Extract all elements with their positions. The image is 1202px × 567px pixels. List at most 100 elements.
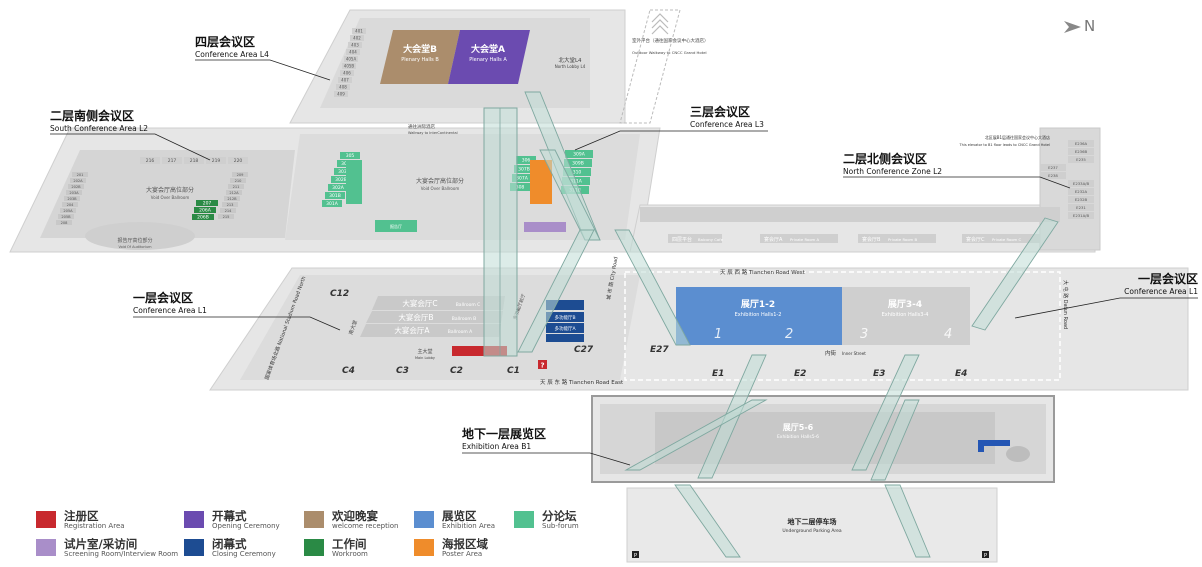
l2s-room[interactable]: 202A <box>70 178 86 183</box>
plenary-hall-b[interactable] <box>380 30 460 84</box>
svg-text:306: 306 <box>522 158 531 164</box>
l4-room[interactable]: 407 <box>338 77 352 83</box>
l3-subforum-room[interactable]: 307A <box>512 174 532 182</box>
l2s-workroom[interactable]: 206A <box>194 207 216 214</box>
l3-poster-area[interactable] <box>530 160 552 204</box>
svg-text:409: 409 <box>337 91 345 96</box>
l3-subforum-room[interactable]: 303A <box>334 168 354 175</box>
svg-text:218: 218 <box>190 158 199 164</box>
l3-subforum-room[interactable]: 301A <box>322 200 342 207</box>
l2s-room[interactable]: 219 <box>206 157 226 164</box>
floor-l1-left-cn: 一层会议区 <box>133 290 193 305</box>
function-hall-dark[interactable] <box>546 334 584 342</box>
l3-subforum-room[interactable]: 308 <box>510 183 530 191</box>
l2s-room[interactable]: 220 <box>228 157 248 164</box>
b1-exhibition-hall-5-6[interactable] <box>655 412 995 464</box>
l3-south-foyer[interactable] <box>346 160 362 204</box>
l2s-room[interactable]: 211 <box>228 184 244 189</box>
l3-auditorium-green[interactable] <box>375 220 417 232</box>
legend-label: 闭幕式 <box>212 537 247 551</box>
l4-room[interactable]: 404 <box>346 49 360 55</box>
l2s-room[interactable]: 203A <box>66 190 82 195</box>
l3-subforum-room[interactable]: 309A <box>565 150 593 158</box>
l2s-room[interactable]: 217 <box>162 157 182 164</box>
l2s-room[interactable]: 205B <box>58 214 74 219</box>
svg-text:402: 402 <box>353 35 361 40</box>
function-hall-top[interactable] <box>546 300 584 310</box>
svg-text:404: 404 <box>349 49 357 54</box>
l2s-room[interactable]: 205A <box>60 208 76 213</box>
l4-room[interactable]: 405B <box>342 63 356 69</box>
registration-help-icon[interactable] <box>538 360 547 369</box>
legend-swatch <box>36 539 56 556</box>
l4-room[interactable]: 402 <box>350 35 364 41</box>
exhibition-hall-3-4[interactable] <box>842 287 970 345</box>
svg-text:212A: 212A <box>229 191 239 195</box>
l2s-workroom[interactable]: 206B <box>192 214 214 221</box>
floor-l3-en: Conference Area L3 <box>690 120 764 129</box>
l3-subforum-room[interactable]: 301B <box>325 192 345 199</box>
north-hotel-elevator-en: This elevator to B1 floor leads to CNCC … <box>959 143 1050 147</box>
l2s-room[interactable]: 216 <box>140 157 160 164</box>
l4-room[interactable]: 401 <box>352 28 366 34</box>
l2s-room[interactable]: 209 <box>232 172 248 177</box>
l2n-room[interactable]: E238 <box>1040 172 1066 179</box>
svg-text:405A: 405A <box>346 56 357 61</box>
function-hall-a[interactable] <box>546 323 584 333</box>
l2n-room[interactable]: E231 <box>1068 204 1094 211</box>
l4-room[interactable]: 403 <box>348 42 362 48</box>
l2s-room[interactable]: 213 <box>222 202 238 207</box>
ballroom-c-room[interactable] <box>372 296 505 310</box>
road-datun: 大 屯 路 Datun Road <box>1062 280 1069 329</box>
l2n-room[interactable]: E232B <box>1068 196 1094 203</box>
ballroom-a-room[interactable] <box>360 324 501 337</box>
ballroom-b-room[interactable] <box>366 311 503 323</box>
l3-subforum-room[interactable]: 307B <box>514 165 534 173</box>
l3-subforum-room[interactable]: 302A <box>328 184 348 191</box>
l3-subforum-room[interactable]: 309B <box>564 159 592 167</box>
l2s-workroom[interactable]: 207 <box>196 200 218 207</box>
l2n-room[interactable]: E235 <box>1068 156 1094 163</box>
l3-screening-room[interactable] <box>524 222 566 232</box>
l3-subforum-room[interactable]: 310 <box>563 168 591 176</box>
l2n-room[interactable]: E232A <box>1068 188 1094 195</box>
l2s-room[interactable]: 218 <box>184 157 204 164</box>
plenary-hall-a[interactable] <box>448 30 530 84</box>
entrance-c3: C3 <box>396 366 409 376</box>
registration-area[interactable] <box>452 346 507 356</box>
l2s-room[interactable]: 212B <box>224 196 240 201</box>
exhibition-hall-1-2[interactable] <box>676 287 842 345</box>
l2s-room[interactable]: 201 <box>72 172 88 177</box>
svg-text:P: P <box>634 553 638 559</box>
l3-subforum-room[interactable]: 302B <box>331 176 351 183</box>
function-hall-b[interactable] <box>546 312 584 322</box>
l2s-room[interactable]: 210 <box>230 178 246 183</box>
l4-room[interactable]: 408 <box>336 84 350 90</box>
l4-room[interactable]: 409 <box>334 91 348 97</box>
legend-sublabel: welcome reception <box>332 522 399 530</box>
function-hall-a-label: 多功能厅A <box>554 325 576 332</box>
l2n-room[interactable]: E233A/B <box>1068 180 1094 187</box>
l2n-room[interactable]: E237 <box>1040 164 1066 171</box>
l2s-room[interactable]: 204 <box>62 202 78 207</box>
l2s-room[interactable]: 208 <box>56 220 72 225</box>
l4-room[interactable]: 405A <box>344 56 358 62</box>
l2n-room[interactable]: E231A/B <box>1068 212 1094 219</box>
svg-text:209: 209 <box>237 173 245 177</box>
l3-auditorium-label: 报告厅 <box>390 223 402 229</box>
l2s-room[interactable]: 212A <box>226 190 242 195</box>
l2n-room[interactable]: E236B <box>1068 148 1094 155</box>
l2s-room[interactable]: 214 <box>220 208 236 213</box>
l2s-room[interactable]: 203B <box>64 196 80 201</box>
l2n-room[interactable]: E236A <box>1068 140 1094 147</box>
l3-subforum-room[interactable]: 305 <box>340 152 360 159</box>
l3-subforum-room[interactable]: 306 <box>516 156 536 164</box>
l4-room[interactable]: 406 <box>340 70 354 76</box>
legend-swatch <box>414 539 434 556</box>
l2s-room[interactable]: 215 <box>218 214 234 219</box>
l2s-room[interactable]: 202B <box>68 184 84 189</box>
